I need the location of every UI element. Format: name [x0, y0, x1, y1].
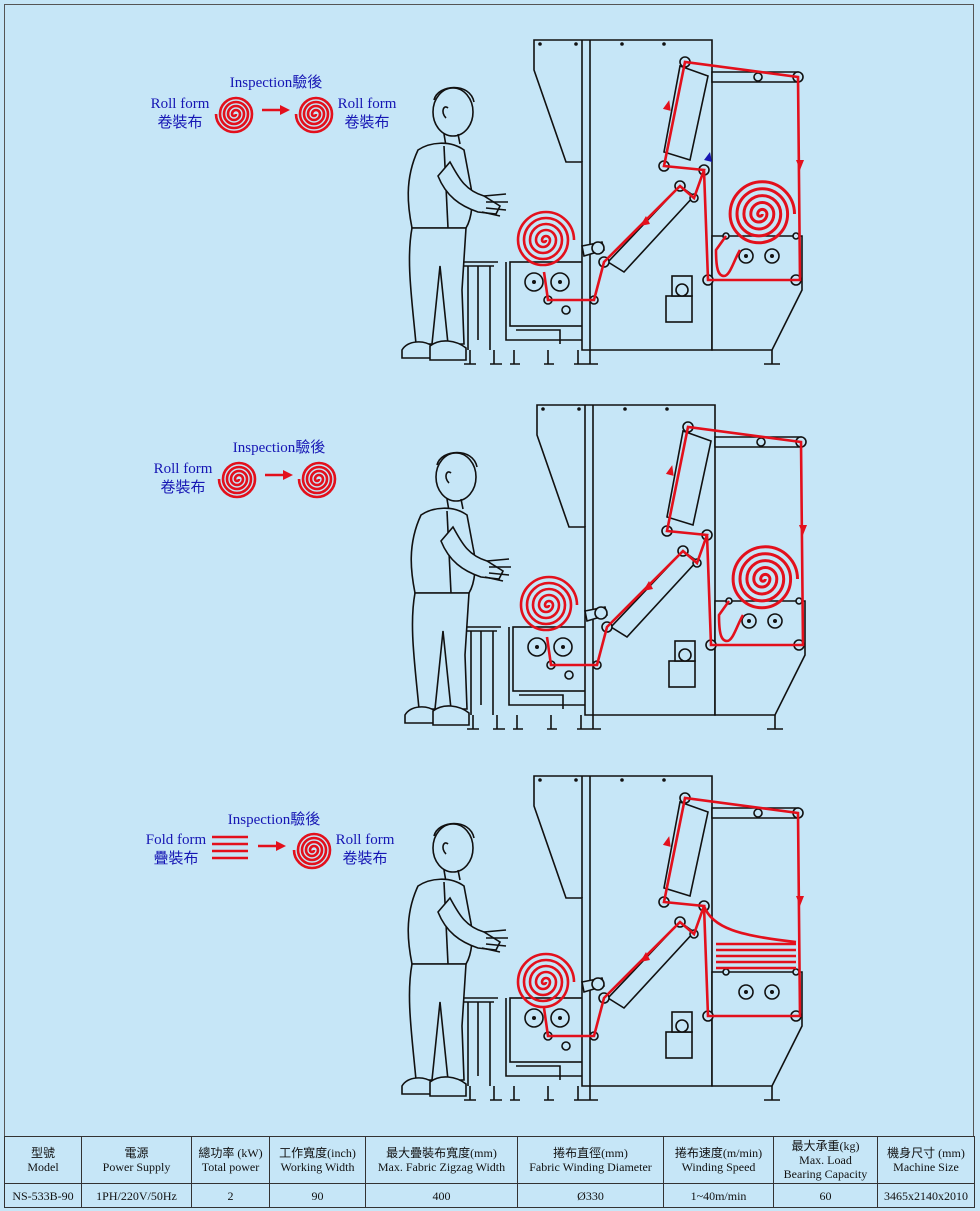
- before-zh-label: 卷裝布: [157, 114, 202, 131]
- spec-total-power: 2: [191, 1183, 270, 1208]
- panel-1: Inspection驗後 Roll form 卷裝布 Roll form 卷裝布: [151, 39, 806, 365]
- spec-working-width: 90: [269, 1183, 366, 1208]
- spec-winding-diameter: Ø330: [517, 1183, 664, 1208]
- spec-header-winding-diameter: 捲布直徑(mm)Fabric Winding Diameter: [517, 1136, 664, 1184]
- marker-icon: [704, 152, 712, 162]
- spec-zigzag-width: 400: [365, 1183, 518, 1208]
- before-zh-label: 疊裝布: [153, 850, 198, 867]
- spec-header-working-width: 工作寬度(inch)Working Width: [269, 1136, 366, 1184]
- inspection-label: Inspection驗後: [230, 74, 322, 91]
- after-roll-icon: [292, 832, 332, 870]
- before-en-label: Roll form: [154, 461, 213, 477]
- spec-header-machine-size: 機身尺寸 (mm)Machine Size: [877, 1136, 975, 1184]
- after-roll-icon: [294, 96, 334, 134]
- before-zh-label: 卷裝布: [160, 479, 205, 496]
- before-en-label: Fold form: [146, 832, 207, 848]
- before-en-label: Roll form: [151, 96, 210, 112]
- spec-power-supply: 1PH/220V/50Hz: [81, 1183, 192, 1208]
- panel-2: Inspection驗後 Roll form 卷裝布: [154, 404, 809, 730]
- output-roll-icon: [728, 180, 796, 245]
- machine-icon: [455, 775, 804, 1101]
- spec-header-total-power: 總功率 (kW)Total power: [191, 1136, 270, 1184]
- after-zh-label: 卷裝布: [342, 850, 387, 867]
- spec-header-winding-speed: 捲布速度(m/min)Winding Speed: [663, 1136, 774, 1184]
- inspection-label: Inspection驗後: [233, 439, 325, 456]
- spec-winding-speed: 1~40m/min: [663, 1183, 774, 1208]
- spec-max-load: 60: [773, 1183, 878, 1208]
- input-roll-icon: [516, 210, 576, 267]
- spec-header-zigzag-width: 最大疊裝布寬度(mm)Max. Fabric Zigzag Width: [365, 1136, 518, 1184]
- after-en-label: Roll form: [336, 832, 395, 848]
- worker-icon: [401, 86, 509, 361]
- panel-3: Inspection驗後 Fold form 疊裝布 Roll form 卷裝布: [146, 775, 806, 1101]
- spec-model: NS-533B-90: [4, 1183, 82, 1208]
- before-roll-icon: [214, 96, 254, 134]
- input-roll-icon: [519, 575, 579, 632]
- after-en-label: Roll form: [338, 96, 397, 112]
- before-roll-icon: [217, 461, 257, 499]
- inspection-label: Inspection驗後: [228, 811, 320, 828]
- machine-icon: [458, 404, 807, 730]
- spec-value-row: NS-533B-90 1PH/220V/50Hz 2 90 400 Ø330 1…: [4, 1183, 975, 1208]
- output-roll-icon: [731, 545, 799, 610]
- worker-icon: [404, 451, 512, 726]
- before-fold-icon: [210, 835, 250, 860]
- machine-diagram: Inspection驗後 Roll form 卷裝布 Roll form 卷裝布…: [146, 39, 809, 1101]
- machine-icon: [455, 39, 804, 365]
- after-roll-icon: [297, 461, 337, 499]
- after-zh-label: 卷裝布: [344, 114, 389, 131]
- worker-icon: [401, 822, 509, 1097]
- spec-machine-size: 3465x2140x2010: [877, 1183, 975, 1208]
- folded-stack-icon: [702, 905, 797, 970]
